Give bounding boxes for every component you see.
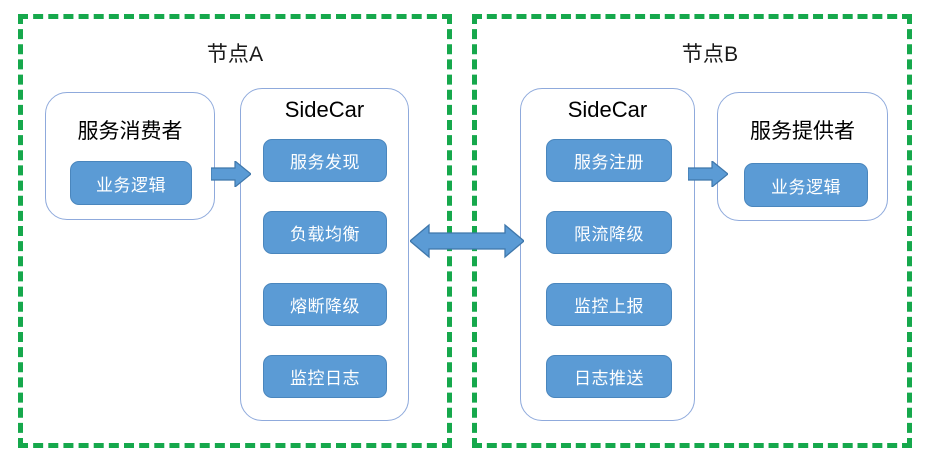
service-provider-card: 服务提供者 业务逻辑 — [717, 92, 888, 221]
sidecar-b-module-log-push[interactable]: 日志推送 — [546, 355, 672, 398]
arrow-bidirectional-sidecar-link-icon — [410, 223, 524, 259]
sidecar-b-module-rate-limit[interactable]: 限流降级 — [546, 211, 672, 254]
sidecar-a-card: SideCar 服务发现 负载均衡 熔断降级 监控日志 — [240, 88, 409, 421]
sidecar-b-module-monitor-report[interactable]: 监控上报 — [546, 283, 672, 326]
service-provider-title: 服务提供者 — [750, 120, 855, 143]
sidecar-a-module-load-balance[interactable]: 负载均衡 — [263, 211, 387, 254]
service-consumer-title: 服务消费者 — [77, 120, 183, 143]
consumer-business-logic-chip[interactable]: 业务逻辑 — [70, 161, 192, 205]
node-b-container — [472, 14, 912, 448]
arrow-consumer-to-sidecar-icon — [211, 161, 251, 187]
arrow-sidecar-to-provider-icon — [688, 161, 728, 187]
node-a-container — [18, 14, 452, 448]
provider-business-logic-chip[interactable]: 业务逻辑 — [744, 163, 868, 207]
sidecar-a-module-service-discovery[interactable]: 服务发现 — [263, 139, 387, 182]
sidecar-b-title: SideCar — [567, 97, 648, 122]
node-b-title: 节点B — [681, 43, 739, 66]
node-a-title: 节点A — [206, 43, 264, 66]
sidecar-a-module-circuit-breaker[interactable]: 熔断降级 — [263, 283, 387, 326]
sidecar-a-title: SideCar — [284, 97, 365, 122]
sidecar-b-module-service-register[interactable]: 服务注册 — [546, 139, 672, 182]
sidecar-b-card: SideCar 服务注册 限流降级 监控上报 日志推送 — [520, 88, 695, 421]
sidecar-a-module-monitor-log[interactable]: 监控日志 — [263, 355, 387, 398]
service-consumer-card: 服务消费者 业务逻辑 — [45, 92, 215, 220]
